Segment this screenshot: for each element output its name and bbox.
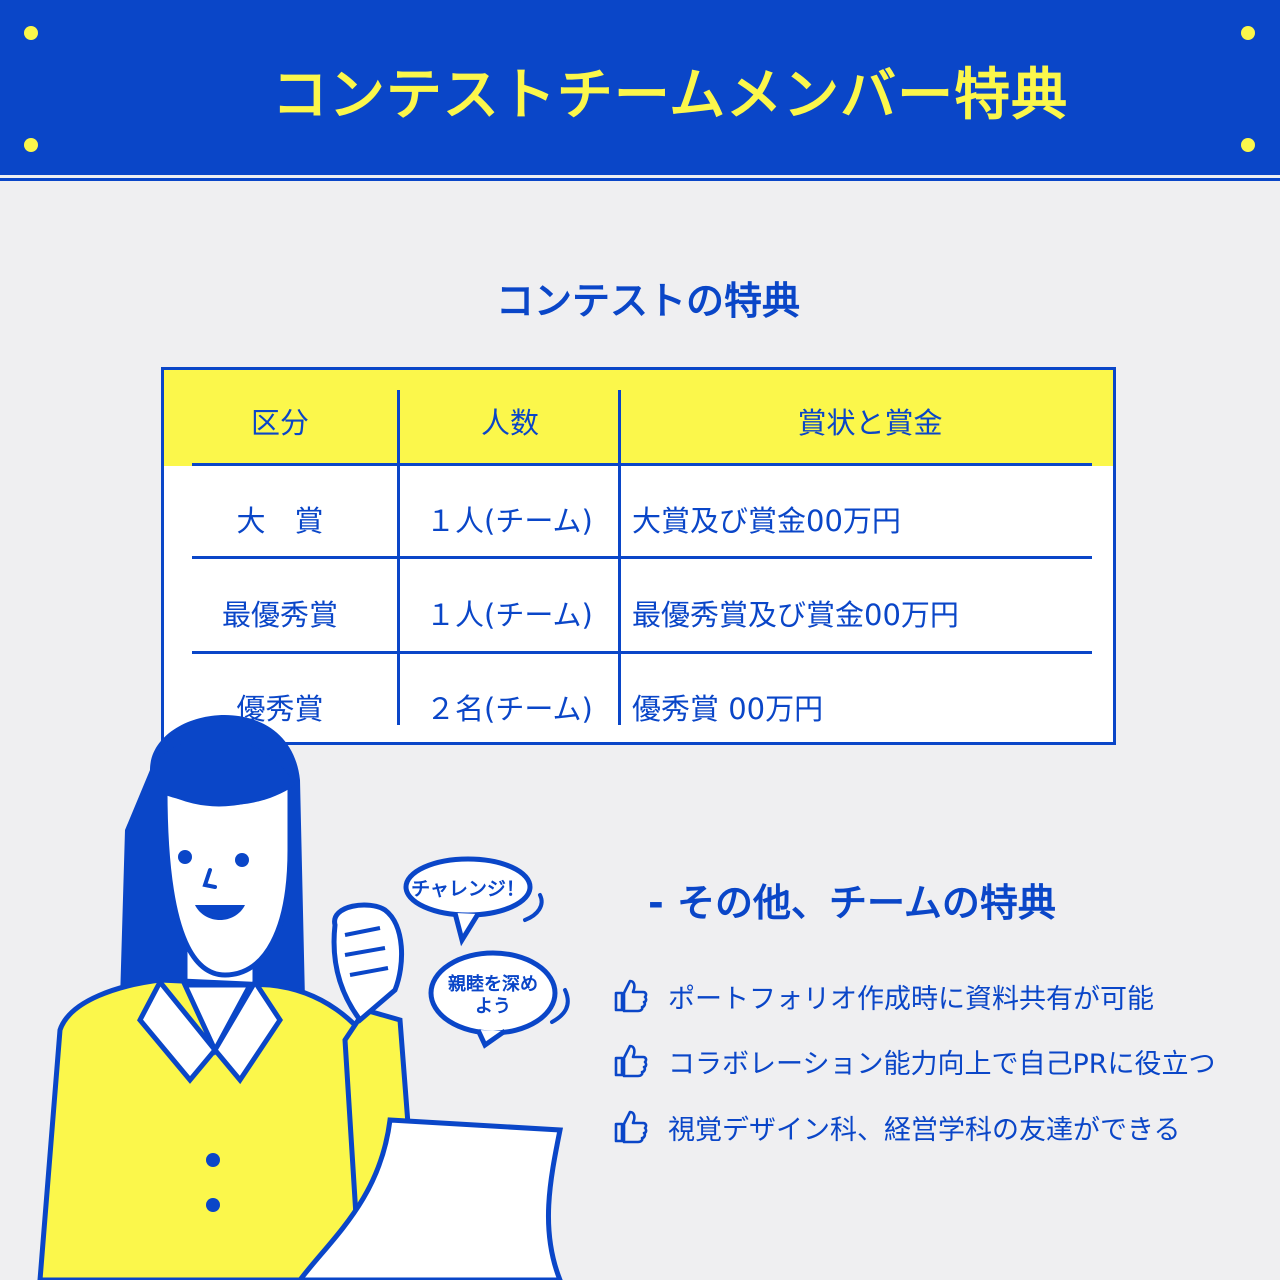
table-header-row [164, 370, 1113, 466]
divider [0, 178, 1280, 181]
bubble-challenge-text: チャレンジ！ [411, 878, 525, 900]
table-cell-count: １人(チーム) [426, 598, 593, 632]
benefit-label: 視覚デザイン科、経営学科の友達ができる [668, 1115, 1181, 1146]
contest-section-title: コンテストの特典 [495, 279, 800, 323]
column-divider [618, 390, 621, 725]
row-divider [192, 651, 1092, 654]
header-banner: コンテストチームメンバー特典 [0, 0, 1280, 175]
thumbs-up-icon [614, 1044, 648, 1078]
benefit-label: ポートフォリオ作成時に資料共有が可能 [668, 984, 1154, 1015]
table-cell-count: ２名(チーム) [426, 692, 593, 726]
businesswoman-illustration: チャレンジ！ 親睦を深め よう [37, 714, 570, 1280]
thumbs-up-icon [614, 1110, 648, 1144]
decorative-dot [24, 138, 38, 152]
table-header-cell: 人数 [480, 406, 539, 440]
page-title: コンテストチームメンバー特典 [271, 63, 1069, 128]
table-cell-prize: 優秀賞 00万円 [632, 692, 824, 726]
table-cell-category: 大 賞 [236, 504, 324, 538]
thumbs-up-icon [614, 979, 648, 1013]
other-benefits-title: - その他、チームの特典 [648, 881, 1056, 925]
prize-table: 区分 人数 賞状と賞金 大 賞 １人(チーム) 大賞及び賞金00万円 最優秀賞 … [161, 367, 1116, 745]
table-header-cell: 賞状と賞金 [797, 406, 943, 440]
table-header-cell: 区分 [250, 406, 309, 440]
table-cell-prize: 大賞及び賞金00万円 [632, 504, 901, 538]
table-cell-category: 最優秀賞 [221, 598, 338, 632]
decorative-dot [1241, 26, 1255, 40]
row-divider [192, 463, 1092, 466]
column-divider [397, 390, 400, 725]
decorative-dot [1241, 138, 1255, 152]
decorative-dot [24, 26, 38, 40]
table-cell-prize: 最優秀賞及び賞金00万円 [632, 598, 959, 632]
bubble-friendship-line2: よう [475, 996, 511, 1017]
benefit-label: コラボレーション能力向上で自己PRに役立つ [668, 1049, 1216, 1080]
row-divider [192, 556, 1092, 559]
bubble-friendship-line1: 親睦を深め [448, 973, 538, 995]
table-cell-count: １人(チーム) [426, 504, 593, 538]
